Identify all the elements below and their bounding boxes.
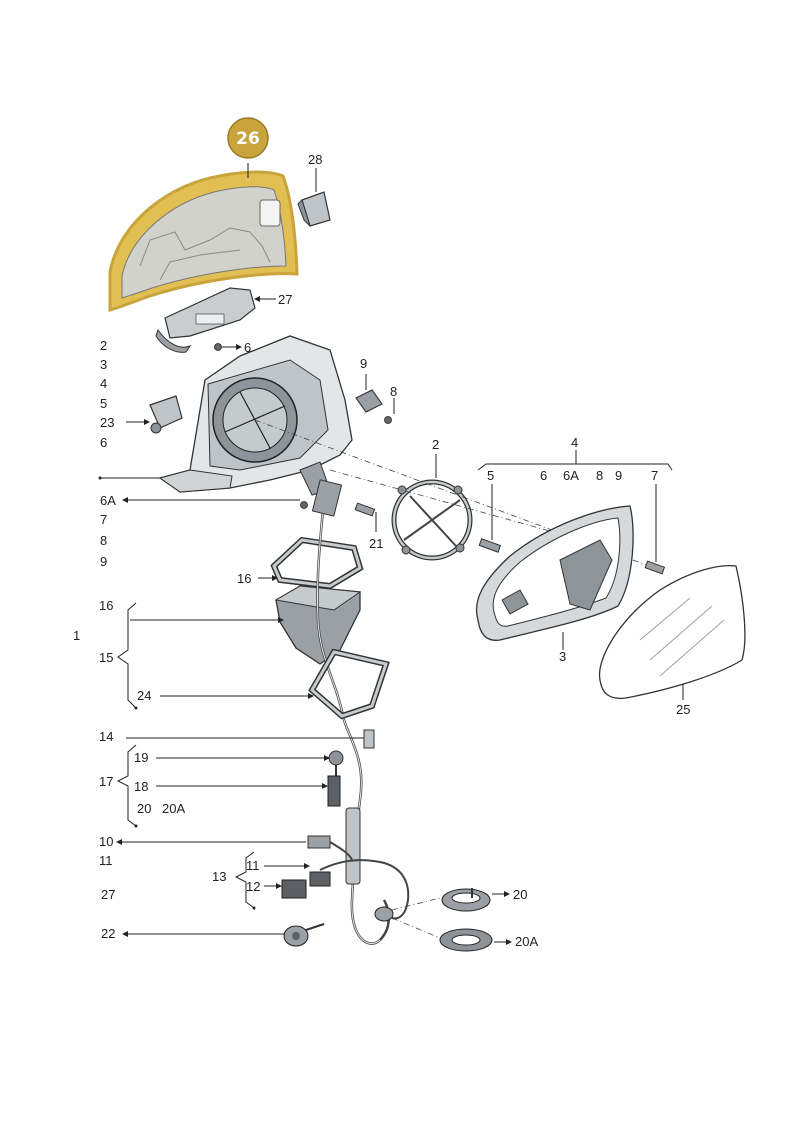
part-label[interactable]: 6A <box>563 468 579 483</box>
part-label[interactable]: 20A <box>515 934 538 949</box>
connector-part <box>307 835 331 849</box>
grommet-part <box>374 906 394 922</box>
part-label[interactable]: 11 <box>99 853 113 868</box>
part-label[interactable]: 4 <box>571 435 578 450</box>
part-label[interactable]: 20 <box>137 801 151 816</box>
part-label[interactable]: 25 <box>676 702 690 717</box>
screw-part <box>644 560 666 575</box>
clip-part <box>297 191 331 227</box>
screw-part <box>214 343 222 351</box>
mirror-housing-part <box>158 335 353 496</box>
part-label[interactable]: 27 <box>101 887 115 902</box>
part-label[interactable]: 6 <box>540 468 547 483</box>
part-label[interactable]: 7 <box>100 512 107 527</box>
part-label[interactable]: 20A <box>162 801 185 816</box>
adjustment-plate-part <box>391 479 473 561</box>
callout-badge-number: 26 <box>236 129 260 149</box>
sensor-part <box>149 395 183 434</box>
turn-signal-bracket-part <box>155 287 256 353</box>
part-label[interactable]: 14 <box>99 729 113 744</box>
part-label[interactable]: 6 <box>100 435 107 450</box>
part-label[interactable]: 17 <box>99 774 113 789</box>
screw-part <box>478 538 502 553</box>
part-label[interactable]: 12 <box>246 879 260 894</box>
part-label[interactable]: 8 <box>596 468 603 483</box>
mirror-cap-part[interactable] <box>108 170 299 312</box>
part-label[interactable]: 1 <box>73 628 80 643</box>
mirror-glass-part <box>598 564 746 700</box>
connector-part <box>309 871 331 887</box>
lower-gasket-part <box>308 648 390 720</box>
screw-part <box>328 750 344 776</box>
part-label[interactable]: 13 <box>212 869 226 884</box>
part-label[interactable]: 2 <box>100 338 107 353</box>
part-label[interactable]: 6 <box>244 340 251 355</box>
part-label[interactable]: 3 <box>559 649 566 664</box>
part-label[interactable]: 5 <box>100 396 107 411</box>
clip-part <box>327 775 341 807</box>
part-label[interactable]: 9 <box>615 468 622 483</box>
part-number-labels: 28 27 6 2 3 4 5 23 6 9 8 6A 7 8 9 21 16 … <box>73 152 690 949</box>
mirror-frame-part <box>475 505 634 641</box>
part-label[interactable]: 15 <box>99 650 113 665</box>
part-label[interactable]: 5 <box>487 468 494 483</box>
part-label[interactable]: 20 <box>513 887 527 902</box>
part-label[interactable]: 8 <box>100 533 107 548</box>
part-label[interactable]: 23 <box>100 415 114 430</box>
part-label[interactable]: 6A <box>100 493 116 508</box>
part-label[interactable]: 22 <box>101 926 115 941</box>
screw-part <box>354 502 376 517</box>
part-label[interactable]: 11 <box>246 858 260 873</box>
connector-part <box>281 879 307 899</box>
callout-badge[interactable]: 26 <box>227 117 269 159</box>
part-label[interactable]: 27 <box>278 292 292 307</box>
part-label[interactable]: 24 <box>137 688 151 703</box>
grommet-part <box>283 923 325 947</box>
part-label[interactable]: 21 <box>369 536 383 551</box>
part-label[interactable]: 3 <box>100 357 107 372</box>
gasket-part <box>270 536 364 590</box>
part-label[interactable]: 16 <box>237 571 251 586</box>
part-label[interactable]: 19 <box>134 750 148 765</box>
part-label[interactable]: 28 <box>308 152 322 167</box>
part-label[interactable]: 2 <box>432 437 439 452</box>
part-label[interactable]: 16 <box>99 598 113 613</box>
part-label[interactable]: 9 <box>100 554 107 569</box>
part-label[interactable]: 10 <box>99 834 113 849</box>
seal-part <box>441 888 491 912</box>
part-label[interactable]: 9 <box>360 356 367 371</box>
part-label[interactable]: 8 <box>390 384 397 399</box>
part-label[interactable]: 18 <box>134 779 148 794</box>
part-label[interactable]: 7 <box>651 468 658 483</box>
bracket-clip-part <box>355 389 392 424</box>
seal-part <box>439 928 493 952</box>
part-label[interactable]: 4 <box>100 376 107 391</box>
